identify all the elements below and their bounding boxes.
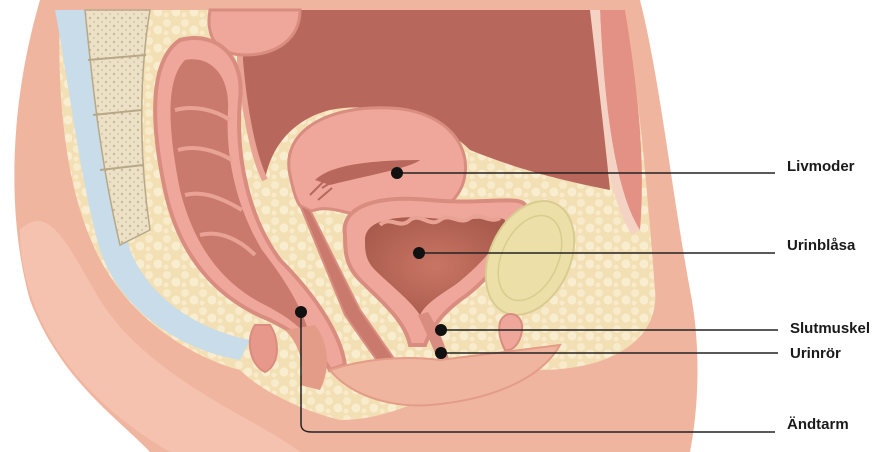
dot-slutmuskel: [435, 324, 447, 336]
dot-urinblasa: [413, 247, 425, 259]
label-urinblasa: Urinblåsa: [787, 237, 855, 254]
label-andtarm: Ändtarm: [787, 416, 849, 433]
label-urinror: Urinrör: [790, 345, 841, 362]
dot-livmoder: [391, 167, 403, 179]
label-livmoder: Livmoder: [787, 158, 855, 175]
dot-andtarm: [295, 306, 307, 318]
label-slutmuskel: Slutmuskel: [790, 320, 870, 337]
dot-urinror: [435, 347, 447, 359]
